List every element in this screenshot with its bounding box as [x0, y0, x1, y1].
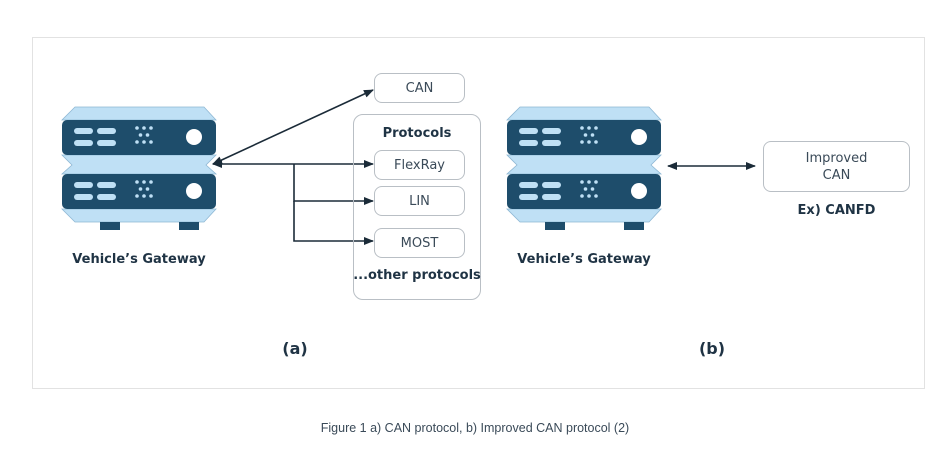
- example-canfd-label: Ex) CANFD: [797, 203, 876, 218]
- figure-caption: Figure 1 a) CAN protocol, b) Improved CA…: [320, 421, 630, 435]
- arrow-gateway-to-can: [212, 89, 374, 165]
- gateway-server-icon-b: [506, 106, 662, 231]
- improved-can-box: Improved CAN: [763, 141, 910, 192]
- protocol-box-flexray: FlexRay: [374, 150, 465, 180]
- gateway-label-b: Vehicle’s Gateway: [517, 252, 651, 267]
- gateway-label-a: Vehicle’s Gateway: [72, 252, 206, 267]
- protocol-box-lin: LIN: [374, 186, 465, 216]
- panel-a-label: (a): [282, 339, 308, 358]
- can-box-label: CAN: [405, 80, 434, 96]
- protocol-label: MOST: [400, 235, 439, 251]
- protocol-box-most: MOST: [374, 228, 465, 258]
- protocols-group: [353, 114, 481, 300]
- can-box: CAN: [374, 73, 465, 103]
- improved-can-line2: CAN: [822, 167, 851, 183]
- protocol-label: LIN: [409, 193, 430, 209]
- protocol-label: FlexRay: [394, 157, 445, 173]
- panel-b-label: (b): [698, 339, 726, 358]
- gateway-server-icon-a: [61, 106, 217, 231]
- arrow-to-most: [293, 201, 374, 245]
- protocols-title: Protocols: [382, 126, 452, 141]
- improved-can-line1: Improved: [805, 150, 868, 166]
- other-protocols-label: ...other protocols: [353, 268, 481, 283]
